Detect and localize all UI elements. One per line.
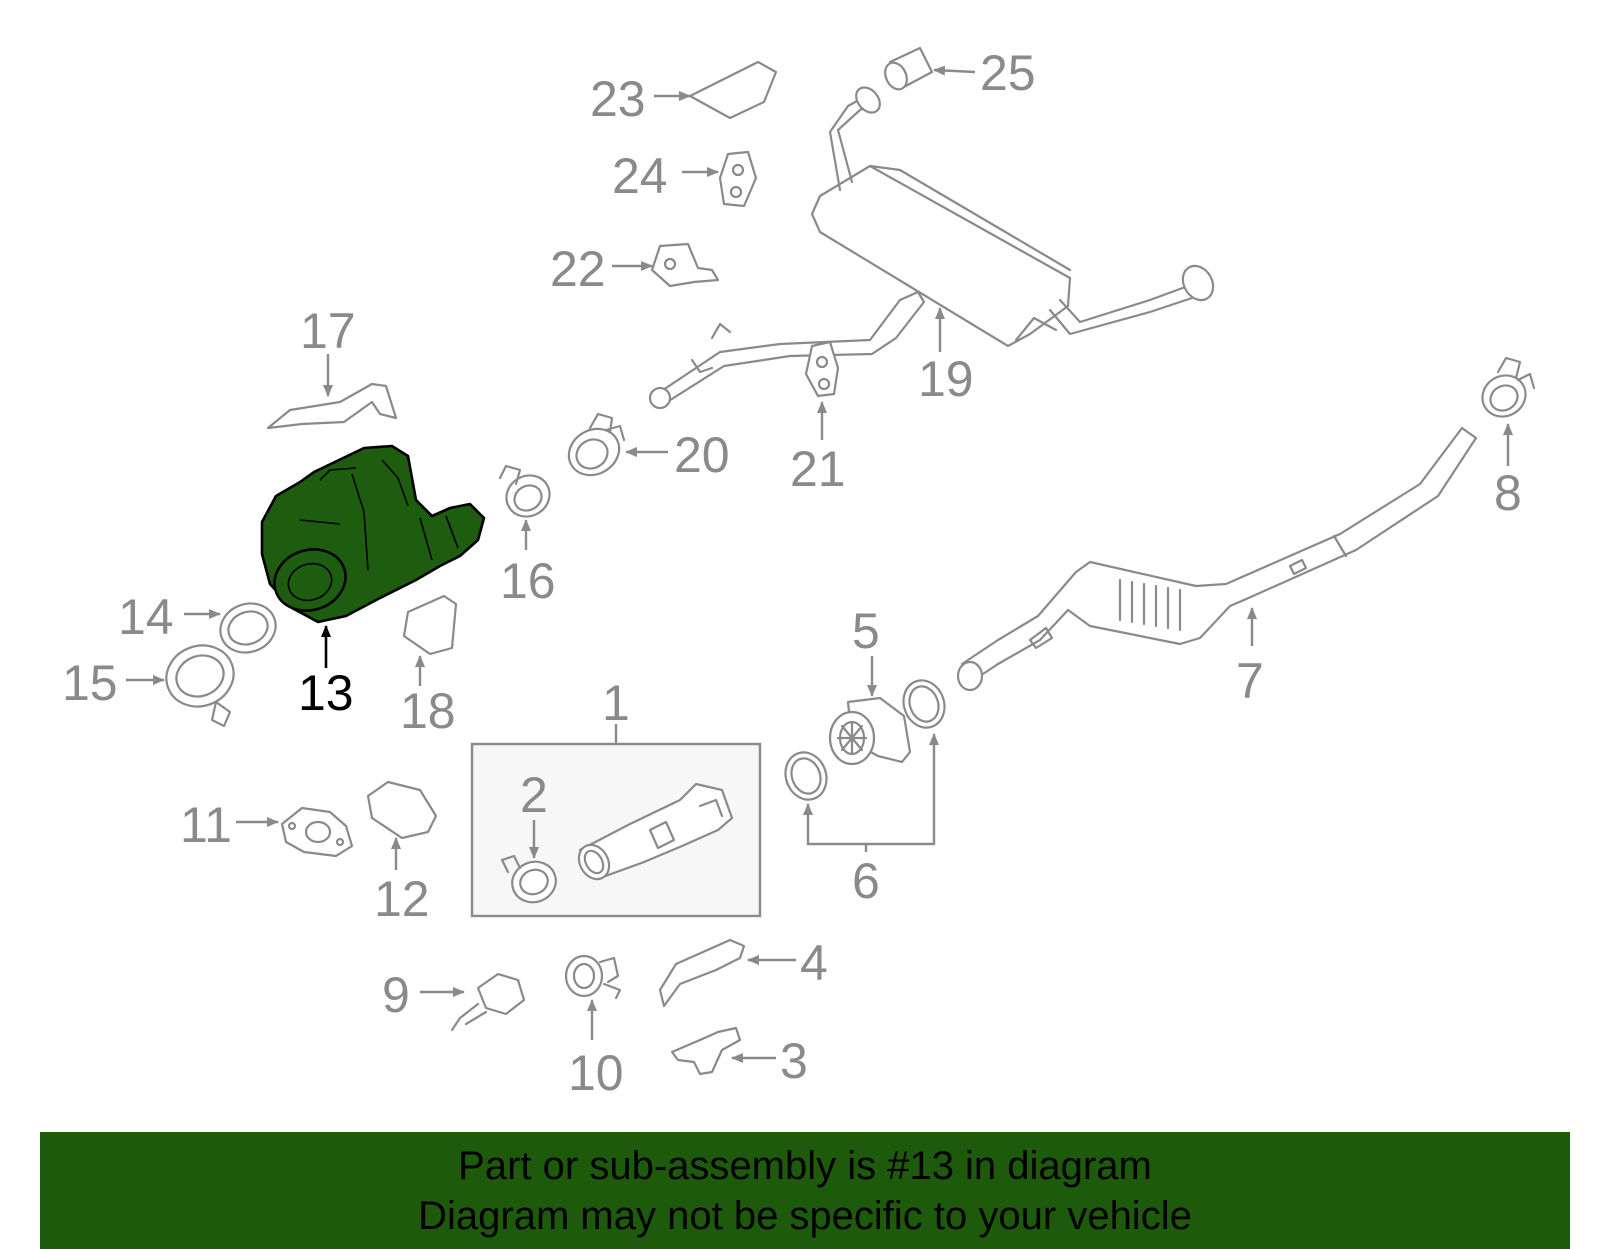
part-11-gasket[interactable] bbox=[280, 806, 354, 858]
callout-15[interactable]: 15 bbox=[62, 655, 118, 711]
part-13-diesel-particulate-filter[interactable] bbox=[260, 444, 486, 624]
part-21-hanger[interactable] bbox=[804, 340, 840, 398]
part-25-tailpipe-tip[interactable] bbox=[881, 46, 934, 93]
callout-10[interactable]: 10 bbox=[568, 1045, 624, 1101]
part-8-clamp[interactable] bbox=[1475, 356, 1536, 424]
part-14-gasket[interactable] bbox=[213, 596, 282, 660]
callout-13[interactable]: 13 bbox=[298, 665, 354, 721]
part-9-sensor[interactable] bbox=[450, 972, 526, 1032]
part-23-heat-shield[interactable] bbox=[688, 60, 778, 120]
callout-20[interactable]: 20 bbox=[674, 427, 730, 483]
part-15-v-band-clamp[interactable] bbox=[158, 636, 242, 728]
part-10-clamp[interactable] bbox=[564, 954, 622, 1000]
callout-1[interactable]: 1 bbox=[602, 675, 630, 731]
callout-3[interactable]: 3 bbox=[780, 1033, 808, 1089]
part-20-clamp[interactable] bbox=[560, 412, 627, 484]
part-3-bracket[interactable] bbox=[670, 1026, 742, 1076]
part-5-flange[interactable] bbox=[828, 696, 912, 766]
part-12-gasket[interactable] bbox=[366, 780, 438, 840]
callout-17[interactable]: 17 bbox=[300, 303, 356, 359]
part-16-clamp[interactable] bbox=[498, 464, 557, 524]
callout-2[interactable]: 2 bbox=[520, 767, 548, 823]
part-7-front-pipe[interactable] bbox=[956, 426, 1478, 692]
part-1-pipe-section[interactable] bbox=[573, 782, 734, 885]
callout-14[interactable]: 14 bbox=[118, 589, 174, 645]
callout-21[interactable]: 21 bbox=[790, 441, 846, 497]
callout-5[interactable]: 5 bbox=[852, 603, 880, 659]
part-24-hanger[interactable] bbox=[718, 150, 758, 208]
callout-12[interactable]: 12 bbox=[374, 871, 430, 927]
callout-6[interactable]: 6 bbox=[852, 853, 880, 909]
callout-25[interactable]: 25 bbox=[980, 45, 1036, 101]
callout-23[interactable]: 23 bbox=[590, 71, 646, 127]
part-22-bracket[interactable] bbox=[650, 242, 720, 288]
callout-22[interactable]: 22 bbox=[550, 241, 606, 297]
part-6-gasket-b[interactable] bbox=[779, 747, 833, 806]
part-2-clamp[interactable] bbox=[500, 854, 562, 909]
info-banner: Part or sub-assembly is #13 in diagram D… bbox=[40, 1132, 1570, 1249]
callout-4[interactable]: 4 bbox=[800, 935, 828, 991]
part-6-gasket-a[interactable] bbox=[897, 675, 951, 734]
banner-line-1: Part or sub-assembly is #13 in diagram bbox=[458, 1144, 1152, 1188]
callout-11[interactable]: 11 bbox=[180, 797, 232, 853]
callout-16[interactable]: 16 bbox=[500, 553, 556, 609]
banner-line-2: Diagram may not be specific to your vehi… bbox=[418, 1194, 1192, 1238]
callout-8[interactable]: 8 bbox=[1494, 465, 1522, 521]
callout-24[interactable]: 24 bbox=[612, 148, 668, 204]
callout-25-arrow bbox=[933, 65, 976, 76]
callout-18[interactable]: 18 bbox=[400, 683, 456, 739]
callout-7[interactable]: 7 bbox=[1236, 653, 1264, 709]
part-19-rear-muffler[interactable] bbox=[648, 83, 1219, 410]
callout-6-arrow-left bbox=[803, 803, 872, 846]
part-18-heat-shield[interactable] bbox=[402, 594, 458, 656]
part-4-bracket[interactable] bbox=[658, 938, 746, 1008]
callout-19[interactable]: 19 bbox=[918, 351, 974, 407]
callout-9[interactable]: 9 bbox=[382, 967, 410, 1023]
callout-6-arrow-right bbox=[872, 733, 939, 846]
part-17-heat-shield[interactable] bbox=[266, 382, 398, 430]
